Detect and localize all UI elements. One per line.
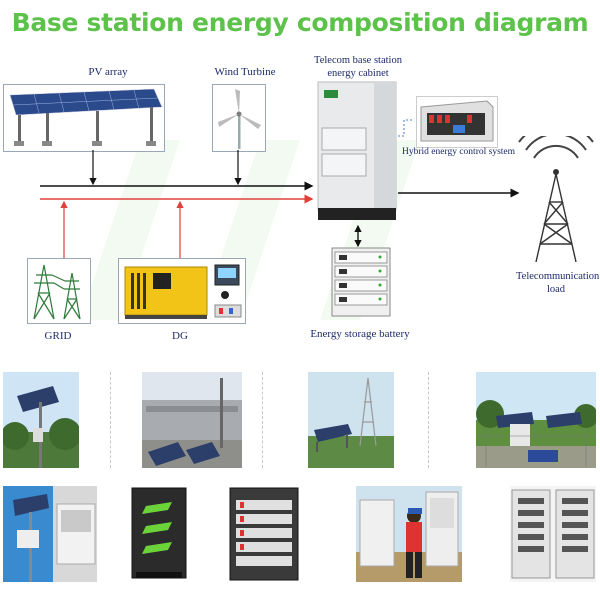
photo-site-6 [356,486,462,582]
separator [428,372,429,468]
battery-label: Energy storage battery [310,328,410,340]
grid-box [27,258,91,324]
photo-site-2 [142,372,242,468]
photo-site-4 [476,372,596,468]
wind-turbine-icon [218,89,261,149]
pylon-icon [33,264,81,320]
pv-array-box [3,84,165,152]
hybrid-label: Hybrid energy control system [402,147,516,157]
grid-label: GRID [44,330,72,342]
hybrid-controller-box [416,96,498,148]
dg-box [118,258,246,324]
dg-label: DG [172,330,188,342]
wind-turbine-box [212,84,266,152]
solar-panel-icon [9,88,163,146]
photo-site-5 [3,486,97,582]
photo-product-2 [226,486,302,582]
generator-icon [124,264,242,319]
separator [110,372,111,468]
cabinet-icon [317,81,397,220]
photo-product-3 [510,486,596,582]
wind-turbine-label: Wind Turbine [214,66,276,78]
separator [262,372,263,468]
battery-rack-icon [331,247,391,317]
pv-array-label: PV array [88,66,128,78]
page-title: Base station energy composition diagram [11,8,589,37]
telecom-load-label: Telecommunication load [516,271,600,295]
photo-product-1 [128,486,190,582]
photo-site-1 [3,372,79,468]
cabinet-label: Telecom base station energy cabinet [314,55,402,79]
controller-icon [420,100,494,142]
photo-site-3 [308,372,394,468]
tower-icon [518,136,594,263]
